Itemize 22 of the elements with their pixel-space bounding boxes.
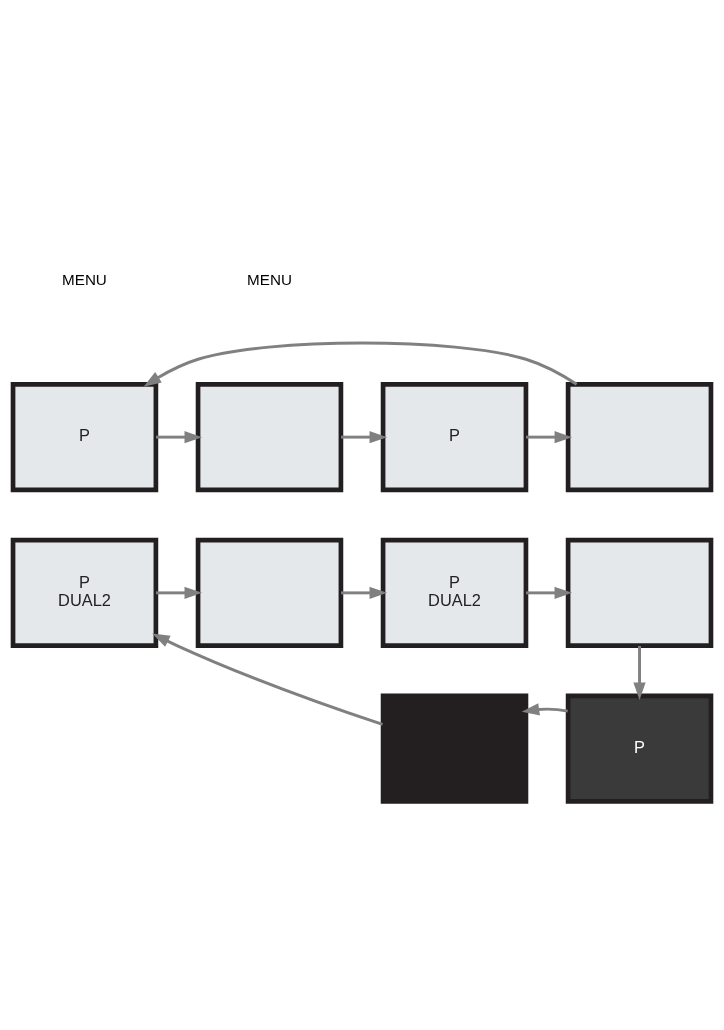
arrow [341, 430, 388, 444]
node-box [565, 537, 714, 648]
arrow [143, 341, 578, 387]
label: MENU [247, 271, 292, 289]
arrow [633, 646, 646, 700]
node-box: P [10, 382, 159, 493]
node-box [565, 382, 714, 493]
arrow [156, 586, 203, 600]
arrow [526, 430, 573, 444]
node-box: P DUAL2 [380, 537, 529, 648]
node-box [195, 537, 344, 648]
node-box: P [380, 382, 529, 493]
node-box [380, 693, 529, 804]
arrow [521, 703, 568, 716]
label: MENU [62, 271, 107, 289]
arrow [156, 430, 203, 444]
arrow [341, 586, 388, 600]
node-box [195, 382, 344, 493]
arrow [152, 633, 383, 726]
arrow [526, 586, 573, 600]
node-box: P [565, 693, 714, 804]
node-box: P DUAL2 [10, 537, 159, 648]
